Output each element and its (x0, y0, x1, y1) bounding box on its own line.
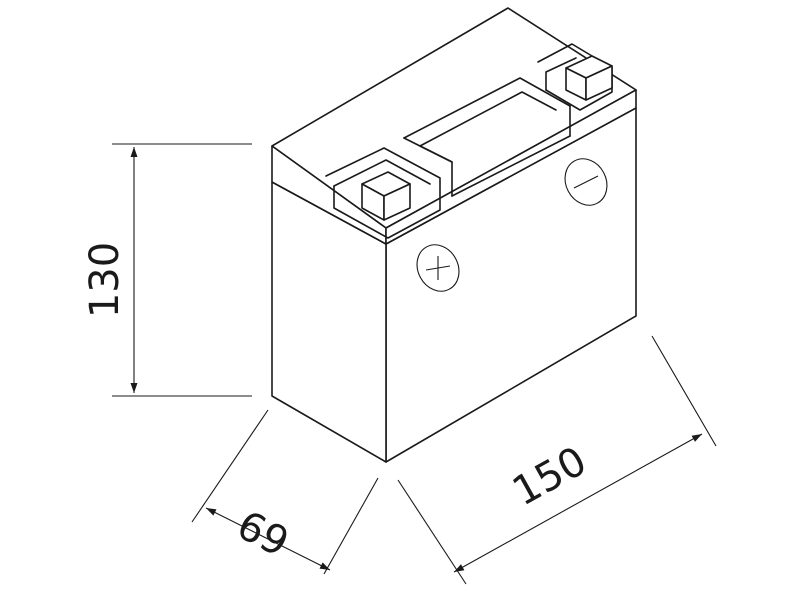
height-value-label: 130 (82, 242, 128, 318)
depth-extension-left (191, 409, 269, 523)
width-value-label: 150 (505, 438, 594, 515)
minus-symbol-icon (564, 158, 608, 206)
negative-terminal-post-icon (565, 55, 613, 101)
positive-terminal-pocket (325, 147, 441, 239)
height-dimension: 130 (82, 143, 252, 397)
positive-terminal-post-icon (361, 171, 411, 221)
battery-body (271, 7, 637, 463)
depth-dimension-line (205, 507, 331, 571)
lid-recess (403, 77, 571, 197)
battery-lid-side-band (385, 89, 637, 245)
depth-extension-right (323, 477, 379, 575)
width-extension-right (651, 335, 717, 447)
width-extension-left (397, 479, 467, 585)
depth-value-label: 69 (231, 500, 297, 564)
plus-symbol-icon (416, 244, 460, 292)
width-dimension-line (453, 433, 703, 573)
